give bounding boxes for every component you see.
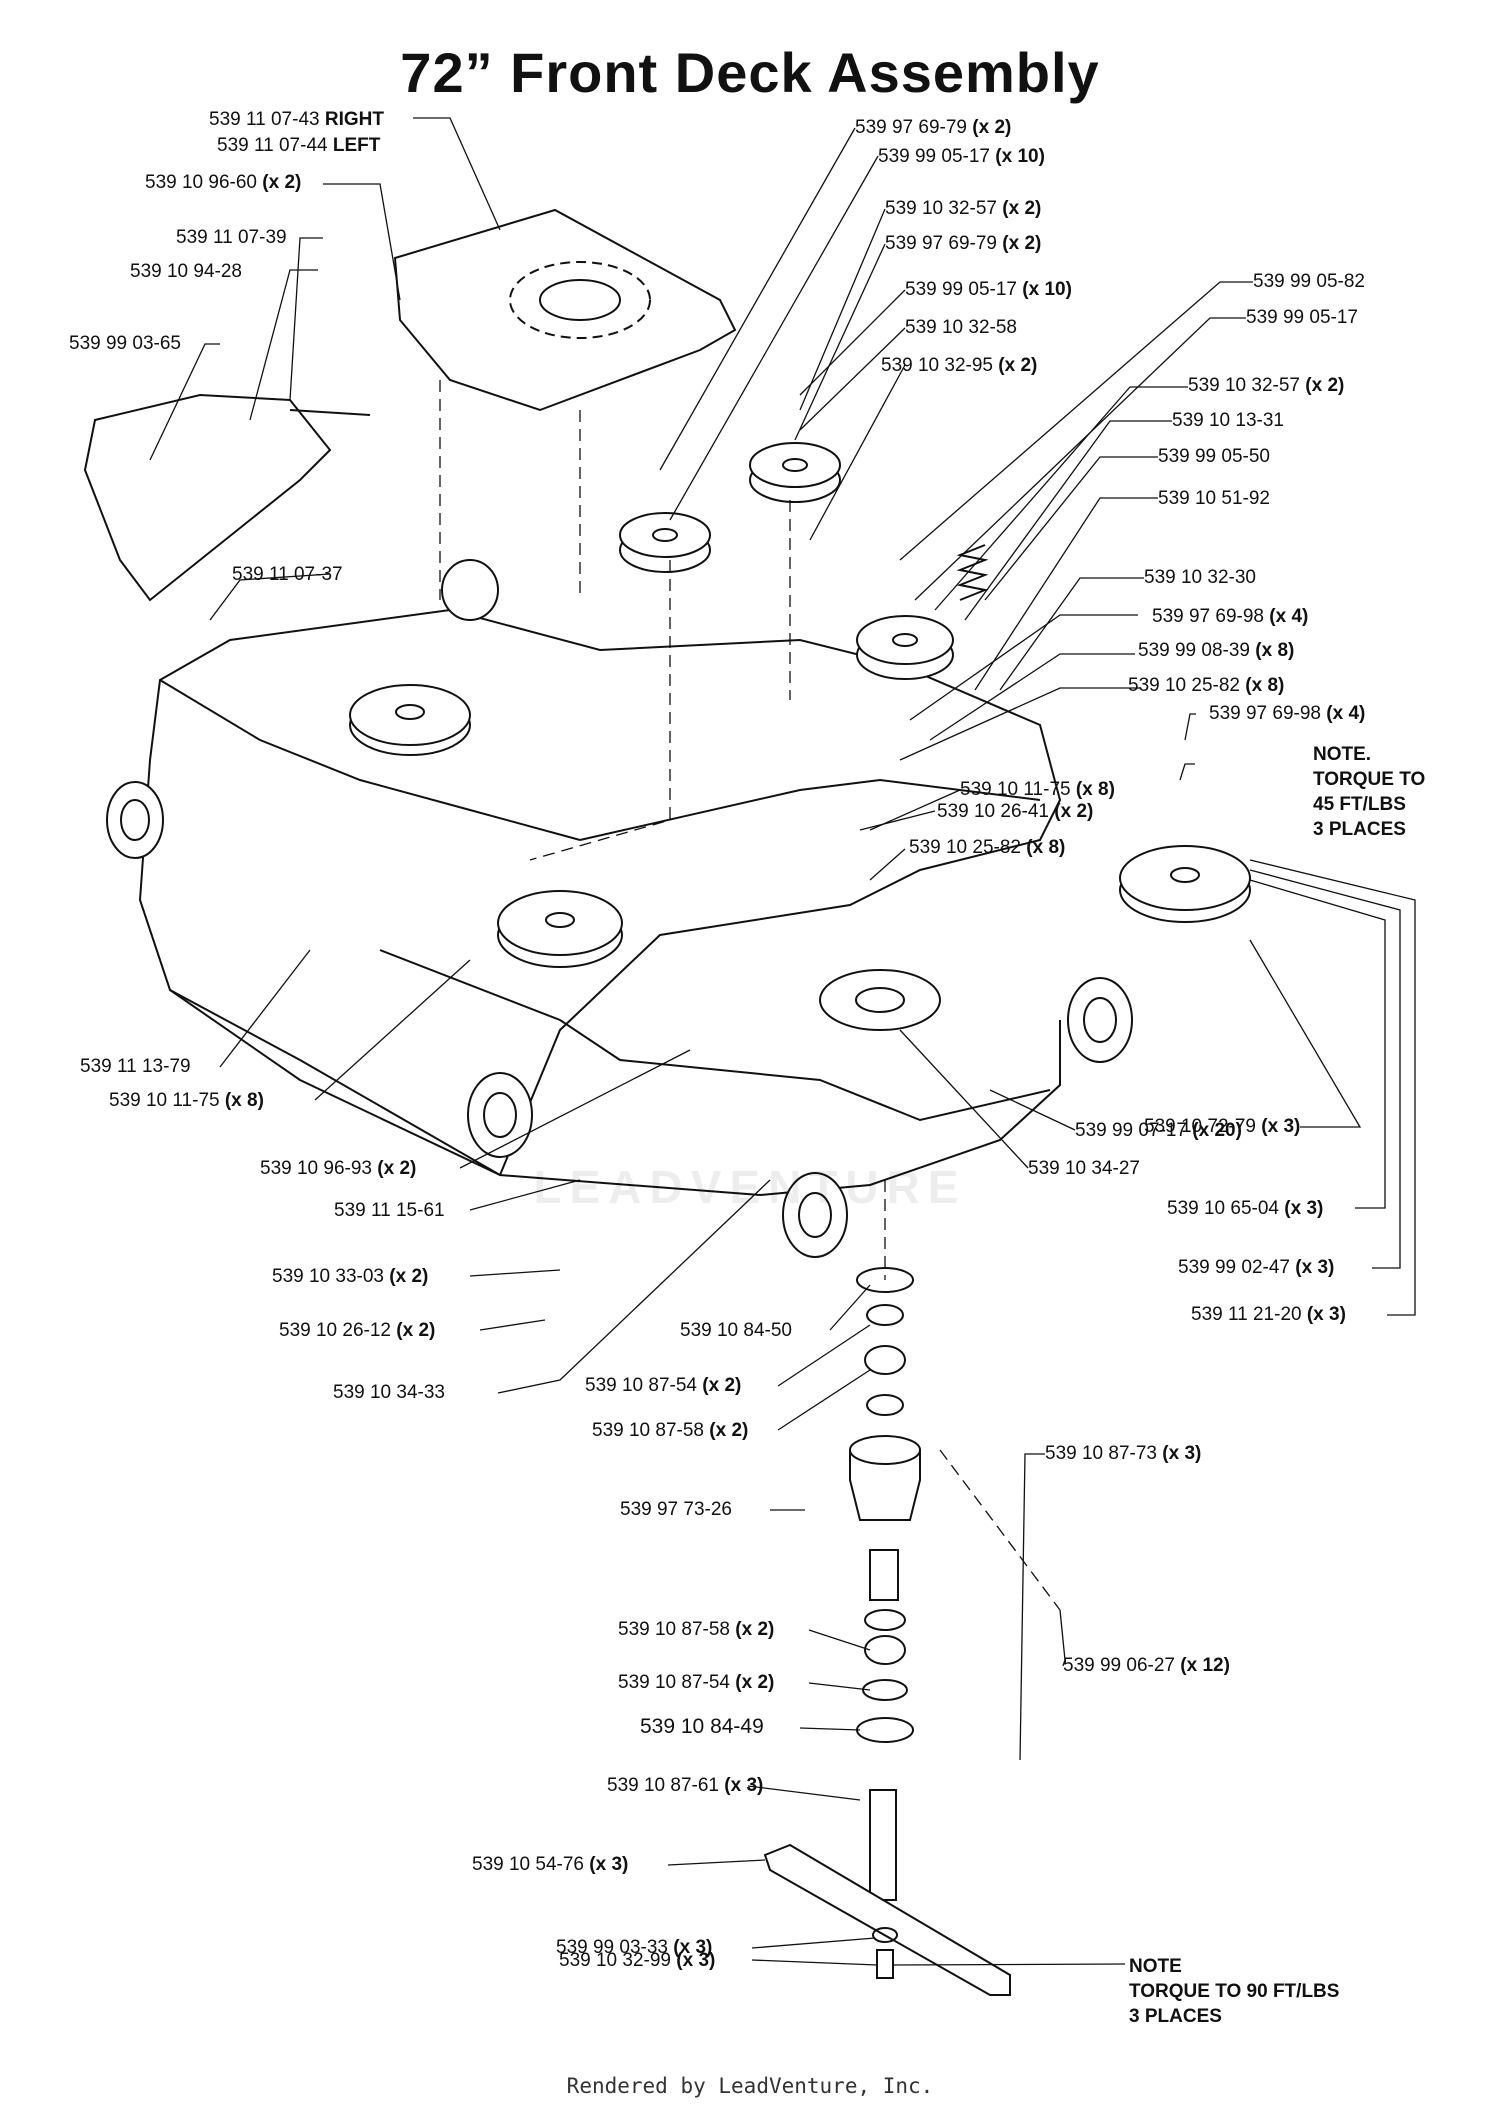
part-label: 539 10 87-73 (x 3): [1045, 1443, 1202, 1464]
spindle-washer-bottom: [856, 1717, 914, 1743]
part-label: 539 99 05-17 (x 10): [878, 146, 1045, 167]
part-label: 539 97 73-26: [620, 1499, 732, 1520]
part-label: 539 10 32-58: [905, 317, 1017, 338]
part-label: 539 97 69-79 (x 2): [885, 233, 1042, 254]
part-label: 539 99 03-65: [69, 333, 181, 354]
part-label: 539 10 84-50: [680, 1320, 792, 1341]
part-label: 539 97 69-98 (x 4): [1209, 703, 1366, 724]
part-label: 539 11 13-79: [80, 1056, 191, 1077]
part-label: 539 11 07-44 LEFT: [217, 135, 381, 156]
spindle-shaft: [869, 1789, 897, 1901]
deck-housing: [138, 608, 1062, 1177]
part-label: 539 10 34-33: [333, 1382, 445, 1403]
part-label: 539 10 32-95 (x 2): [881, 355, 1038, 376]
part-label: 539 99 05-17 (x 10): [905, 279, 1072, 300]
footer-credit: Rendered by LeadVenture, Inc.: [566, 2074, 934, 2098]
part-label: 539 11 07-37: [232, 564, 343, 585]
side-shield: [83, 393, 332, 602]
front-right-wheel: [782, 1172, 848, 1258]
blade-bolt: [876, 1949, 894, 1979]
part-label: 539 10 65-04 (x 3): [1167, 1198, 1324, 1219]
part-label: 539 10 34-27: [1028, 1158, 1140, 1179]
part-label: 539 10 96-93 (x 2): [260, 1158, 417, 1179]
part-label: 539 10 51-92: [1158, 488, 1270, 509]
part-label: 539 10 84-49: [640, 1715, 764, 1738]
front-center-wheel: [467, 1072, 533, 1158]
part-label: 539 10 87-58 (x 2): [592, 1420, 749, 1441]
part-label: 539 10 87-54 (x 2): [618, 1672, 775, 1693]
rear-right-wheel: [1067, 977, 1133, 1063]
part-label: 539 10 87-61 (x 3): [607, 1775, 764, 1796]
part-label: 539 10 72-79 (x 3): [1144, 1116, 1301, 1137]
part-label: 539 10 32-99 (x 3): [559, 1950, 716, 1971]
part-label: 539 97 69-98 (x 4): [1152, 606, 1309, 627]
part-label: 539 10 87-58 (x 2): [618, 1619, 775, 1640]
part-label: 539 99 05-50: [1158, 446, 1270, 467]
part-label: 539 10 11-75 (x 8): [109, 1090, 264, 1111]
part-label: 539 11 21-20 (x 3): [1191, 1304, 1346, 1325]
part-label: 539 10 87-54 (x 2): [585, 1375, 742, 1396]
part-label: 539 10 32-57 (x 2): [885, 198, 1042, 219]
part-label: 539 10 96-60 (x 2): [145, 172, 302, 193]
torque-note-90: NOTE TORQUE TO 90 FT/LBS 3 PLACES: [1129, 1956, 1340, 2027]
front-left-wheel: [106, 781, 164, 859]
part-label: 539 99 05-82: [1253, 271, 1365, 292]
spindle-spacer: [869, 1549, 899, 1601]
part-label: 539 10 25-82 (x 8): [909, 837, 1066, 858]
idler-spring: [956, 544, 989, 601]
part-label: 539 10 26-41 (x 2): [937, 801, 1094, 822]
part-label: 539 99 07-17 (x 20): [1075, 1120, 1242, 1141]
part-label: 539 11 15-61: [334, 1200, 445, 1221]
part-label: 539 10 26-12 (x 2): [279, 1320, 436, 1341]
part-label: 539 10 32-57 (x 2): [1188, 375, 1345, 396]
part-label: 539 10 13-31: [1172, 410, 1284, 431]
page-title: 72” Front Deck Assembly: [400, 41, 1100, 104]
spindle-opening: [819, 969, 941, 1031]
part-label: 539 10 54-76 (x 3): [472, 1854, 629, 1875]
part-label: 539 99 06-27 (x 12): [1063, 1655, 1230, 1676]
spindle-bearing-bottom: [864, 1635, 906, 1665]
part-label: 539 11 07-39: [176, 227, 287, 248]
part-label: 539 10 32-30: [1144, 567, 1256, 588]
part-label: 539 99 05-17: [1246, 307, 1358, 328]
blade-washer: [872, 1927, 898, 1943]
spindle-bearing-top: [864, 1345, 906, 1375]
mower-blade: [763, 1843, 1011, 1996]
part-label: 539 10 33-03 (x 2): [272, 1266, 429, 1287]
part-label: 539 11 07-43 RIGHT: [209, 109, 384, 130]
part-label: 539 97 69-79 (x 2): [855, 117, 1012, 138]
torque-note-45: NOTE. TORQUE TO 45 FT/LBS 3 PLACES: [1313, 744, 1426, 840]
watermark: LEADVENTURE: [533, 1161, 967, 1213]
part-label: 539 99 03-33 (x 3): [556, 1937, 713, 1958]
part-label: 539 10 11-75 (x 8): [960, 779, 1115, 800]
part-label: 539 99 08-39 (x 8): [1138, 640, 1295, 661]
part-label: 539 10 94-28: [130, 261, 242, 282]
cover-opening: [509, 261, 651, 339]
part-label: 539 99 02-47 (x 3): [1178, 1257, 1335, 1278]
rear-left-wheel: [441, 559, 499, 621]
part-label: 539 10 25-82 (x 8): [1128, 675, 1285, 696]
belt-cover-shield: [393, 208, 737, 412]
